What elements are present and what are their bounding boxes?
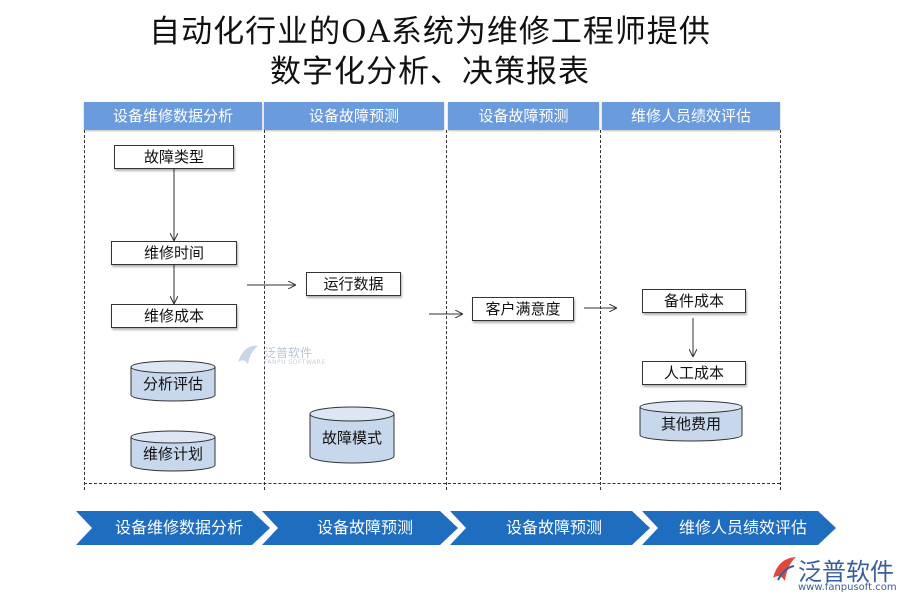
db-other-costs: 其他费用 [639,400,743,442]
chevron-label-4: 维修人员绩效评估 [678,518,807,537]
watermark-logo-icon [238,345,258,364]
lane-header-4: 维修人员绩效评估 [602,102,780,130]
lane-divider [84,130,85,490]
box-labor-cost: 人工成本 [642,361,746,385]
box-repair-time: 维修时间 [111,241,237,265]
db-cylinder-shape [130,430,216,472]
chevron-label-3: 设备故障预测 [505,518,602,537]
lane-header-3: 设备故障预测 [448,102,599,130]
box-run-data: 运行数据 [306,272,401,296]
box-repair-cost: 维修成本 [111,304,237,328]
db-analysis-eval: 分析评估 [130,360,216,402]
brand-logo: 泛普软件 www.fanpusoft.com [770,552,897,598]
title-line-1: 自动化行业的OA系统为维修工程师提供 [149,14,711,50]
chevron-label-1: 设备维修数据分析 [114,518,243,537]
brand-logo-icon [773,557,796,581]
db-cylinder-shape [309,406,395,464]
chevron-label-2: 设备故障预测 [316,518,413,537]
db-label: 分析评估 [142,375,203,393]
watermark-subtext: FANPU SOFTWARE [264,359,326,366]
lane-divider [446,130,447,490]
db-label: 故障模式 [321,429,382,447]
lane-header-2: 设备故障预测 [264,102,444,130]
box-spare-parts-cost: 备件成本 [642,289,746,313]
brand-logo-name: 泛普软件 [798,558,894,586]
db-fault-mode: 故障模式 [309,406,395,464]
db-label: 维修计划 [142,445,203,463]
db-repair-plan: 维修计划 [130,430,216,472]
box-fault-type: 故障类型 [114,145,234,169]
lane-bottom-border [84,483,780,484]
db-label: 其他费用 [660,415,721,433]
db-cylinder-shape [639,400,743,442]
brand-logo-url: www.fanpusoft.com [798,582,897,593]
db-cylinder-shape [130,360,216,402]
box-customer-satisfaction: 客户满意度 [472,297,574,321]
lane-header-1: 设备维修数据分析 [84,102,262,130]
lane-divider [780,130,781,490]
lane-divider [264,130,265,490]
lane-divider [600,130,601,490]
watermark-text: 泛普软件 [264,346,313,360]
title-line-2: 数字化分析、决策报表 [270,54,590,90]
watermark: 泛普软件 FANPU SOFTWARE [234,342,325,372]
